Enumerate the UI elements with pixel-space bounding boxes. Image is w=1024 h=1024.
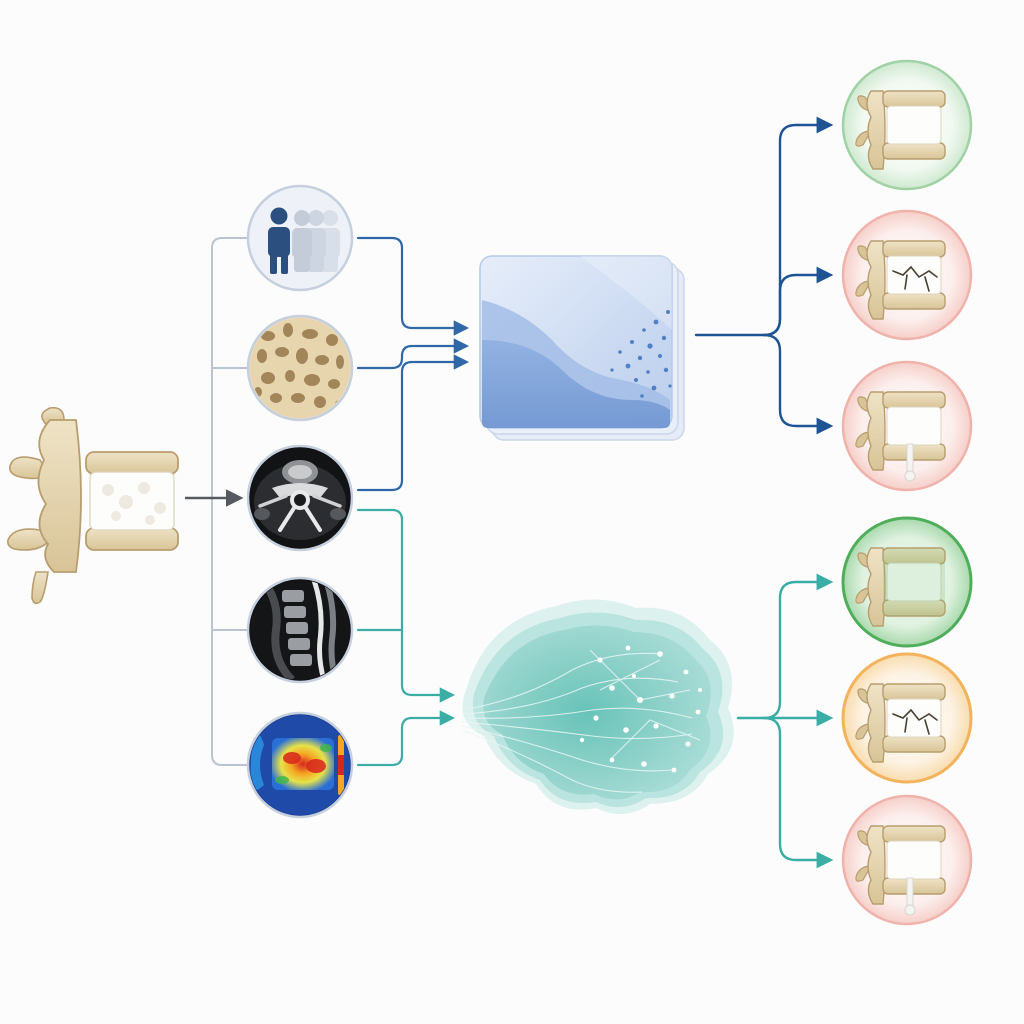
input-trabecular [246, 314, 354, 422]
input-connector-bracket [211, 237, 249, 766]
fractured-vertebra-icon [855, 240, 946, 320]
fractured-vertebra-icon [855, 683, 946, 763]
statistical-input-links [356, 236, 470, 492]
ai-input-links [356, 508, 456, 767]
patient-population-icon [268, 207, 340, 274]
neural-network-brain-icon [461, 599, 734, 815]
stacked-statistical-model-icon [479, 255, 685, 441]
cement-leakage-vertebra-icon [855, 391, 946, 482]
ai-output-links [736, 573, 834, 869]
vertebra-heatmap-icon [250, 715, 350, 815]
cement-leakage-vertebra-icon [855, 825, 946, 916]
input-demographics [246, 184, 354, 292]
statistical-outcome-intact [841, 59, 973, 191]
input-ct [246, 444, 354, 552]
sagittal-mri-scan-icon [250, 580, 350, 680]
ai-outcome-fracture [841, 652, 973, 784]
input-heatmap [246, 711, 354, 819]
input-mri [246, 576, 354, 684]
axial-ct-scan-icon [254, 460, 346, 540]
lumbar-vertebra-icon [7, 406, 179, 605]
trabecular-bone-icon [250, 318, 350, 418]
ai-outcome-intact [841, 516, 973, 648]
statistical-output-links [694, 116, 834, 435]
statistical-outcome-fracture [841, 209, 973, 341]
statistical-outcome-leakage [841, 360, 973, 492]
ai-outcome-leakage [841, 794, 973, 926]
intact-vertebra-icon [855, 90, 946, 170]
intact-vertebra-icon [855, 547, 946, 627]
